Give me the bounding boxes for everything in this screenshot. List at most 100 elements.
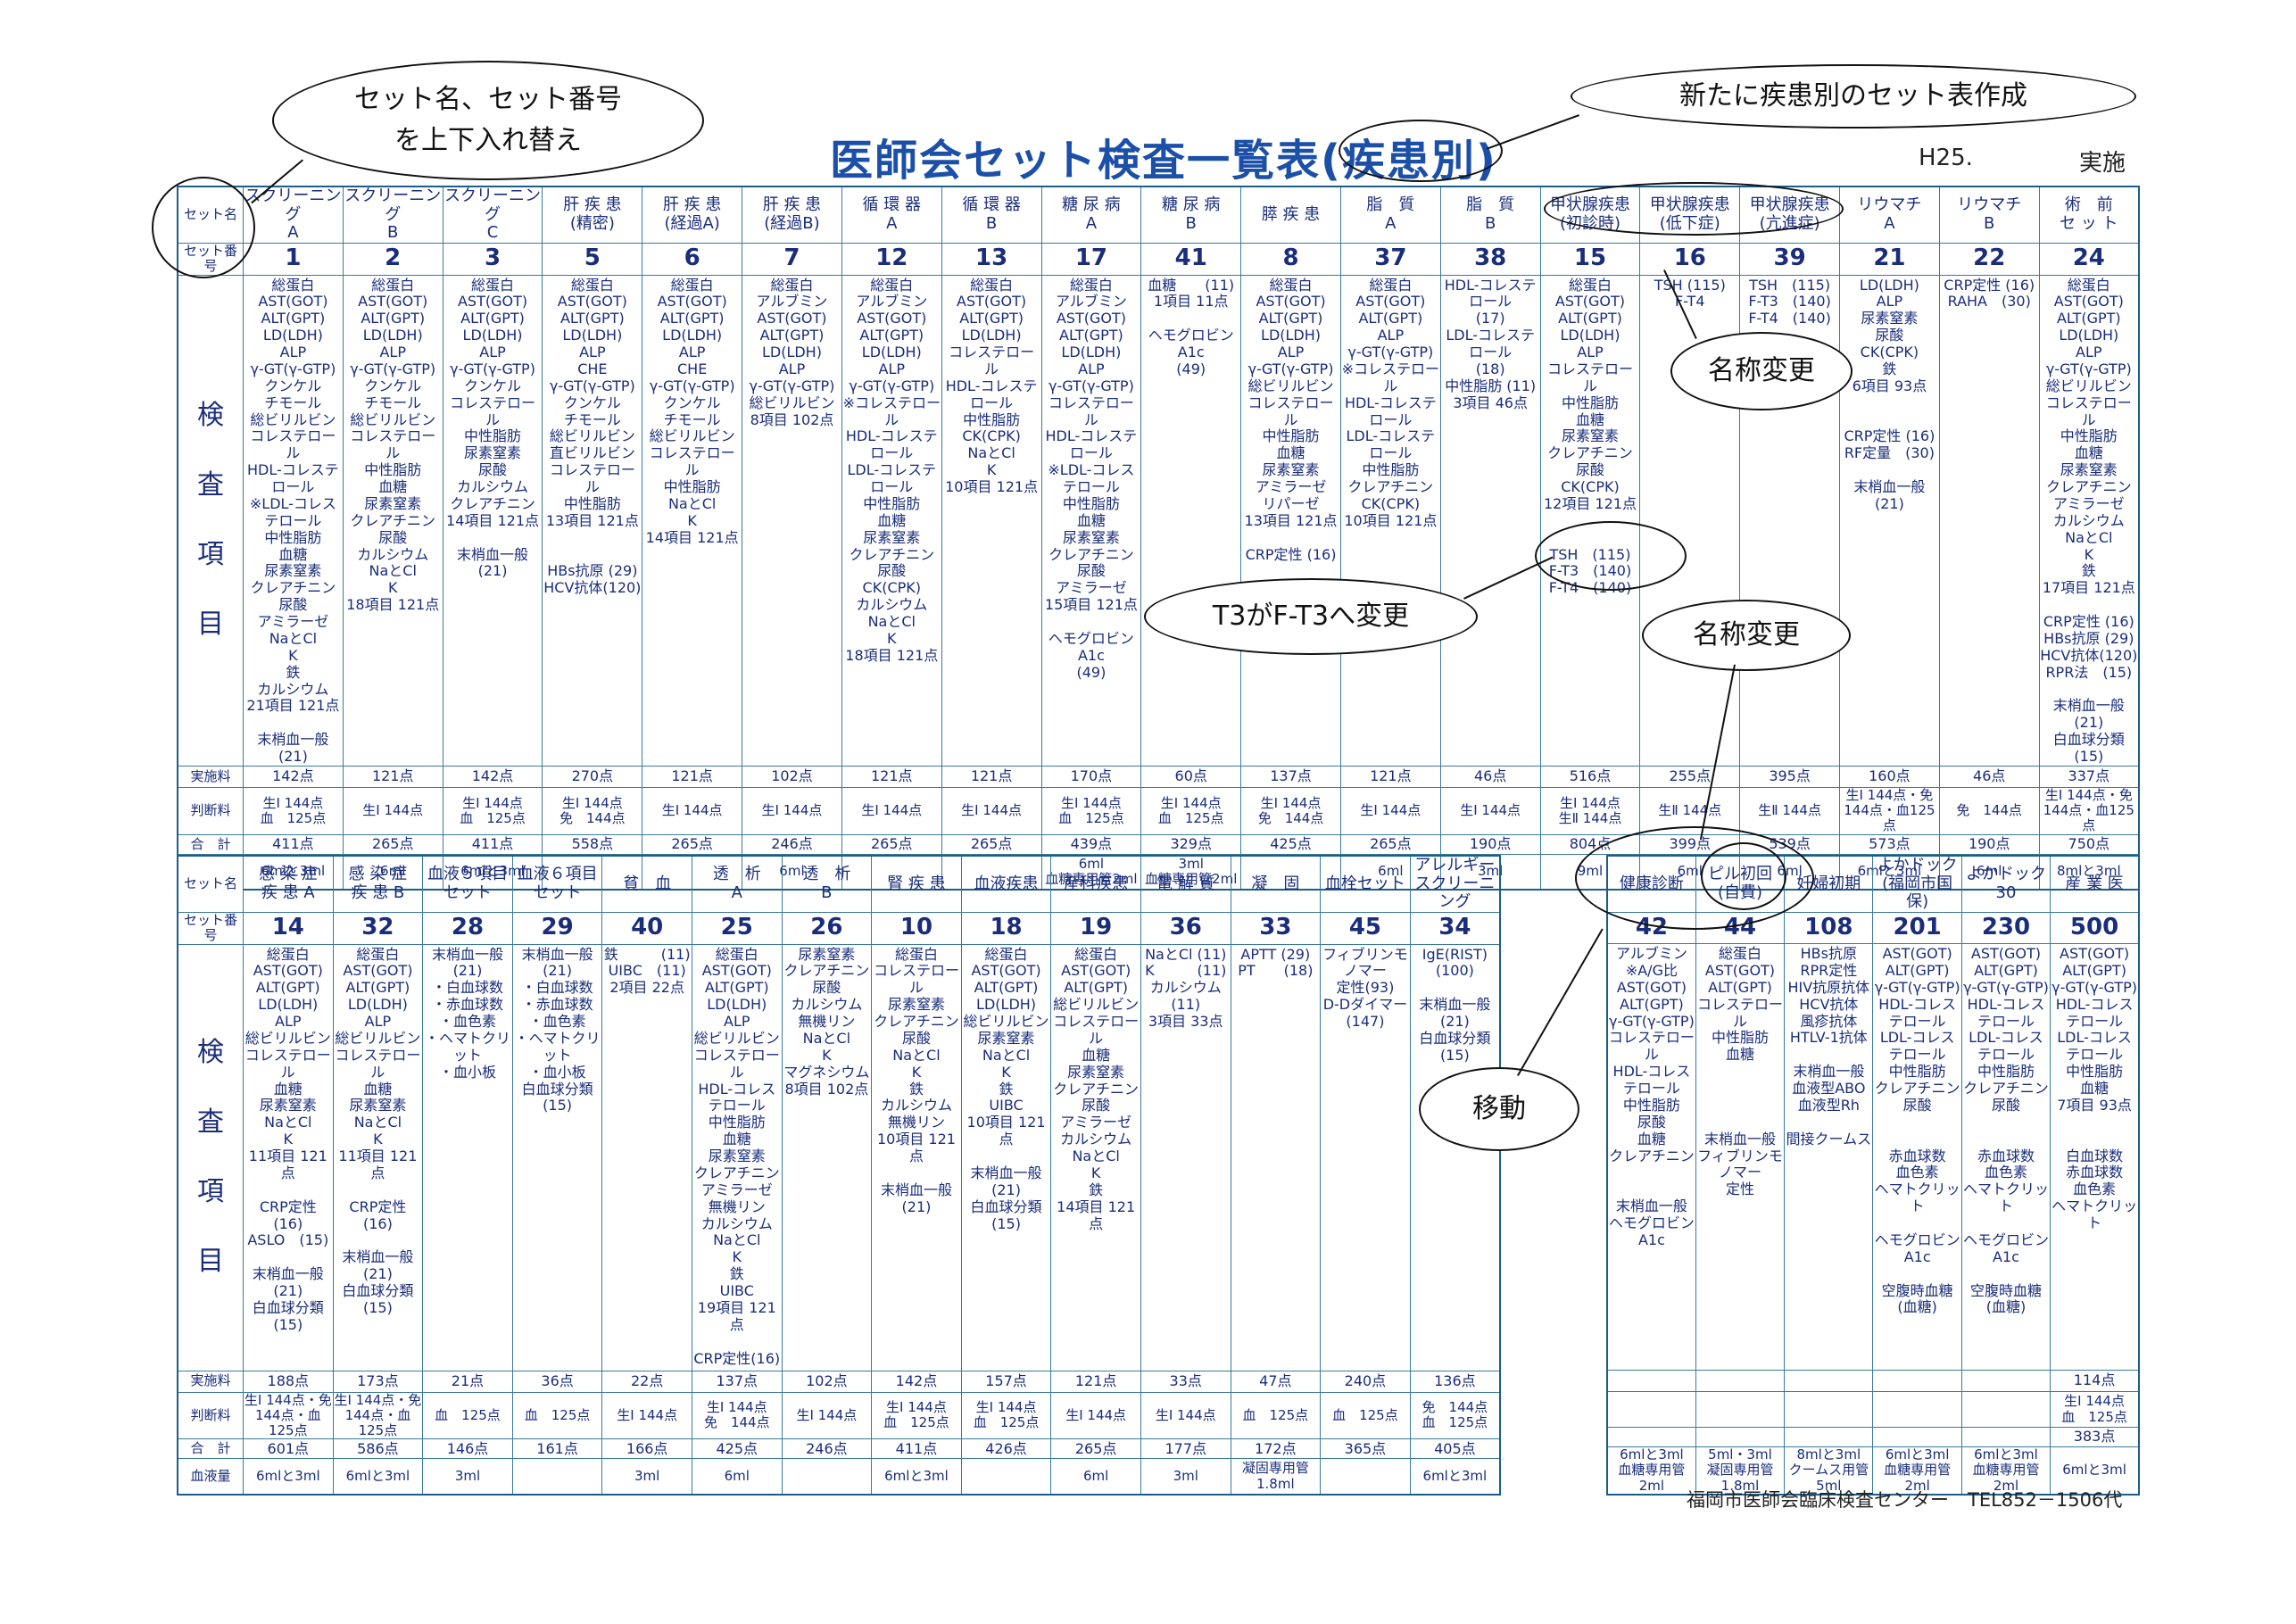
cell-no: 8 [1240, 243, 1341, 276]
cell-handan: 生Ⅰ 144点 免 144点 [691, 1391, 783, 1440]
cell-total: 411点 [442, 833, 543, 855]
cell-total: 426点 [960, 1438, 1052, 1460]
cell-jisshi: 136点 [1409, 1370, 1501, 1393]
row-label-jisshi: 実施料 [177, 1370, 244, 1393]
row-label-items: 検 査 項 目 [177, 943, 244, 1371]
cell-jisshi: 121点 [642, 765, 743, 788]
cell-jisshi: 142点 [243, 765, 344, 788]
cell-blood: 6ml [1050, 1458, 1141, 1496]
cell-jisshi: 121点 [941, 765, 1042, 788]
cell-blood: 6mlと3ml 血糖専用管2ml [1960, 1446, 2051, 1496]
cell-total: 265点 [642, 833, 743, 855]
cell-name: 糖 尿 病 B [1140, 186, 1242, 244]
cell-total: 411点 [871, 1438, 962, 1460]
cell-items: 総蛋白 AST(GOT) ALT(GPT) コレステロール 中性脂肪 血糖 末梢… [1695, 943, 1786, 1371]
cell-no: 201 [1872, 912, 1962, 945]
cell-name: リウマチ B [1938, 186, 2040, 244]
cell-no: 17 [1040, 243, 1142, 276]
cell-no: 16 [1639, 243, 1741, 276]
cell-jisshi: 255点 [1639, 765, 1741, 788]
cell-handan: 生Ⅰ 144点・免 144点・血125点 [1839, 786, 1940, 835]
cell-items: AST(GOT) ALT(GPT) γ-GT(γ-GTP) HDL-コレステロー… [2050, 943, 2140, 1371]
cell-handan: 生Ⅰ 144点 血 125点 [442, 786, 543, 835]
cell-total: 265点 [841, 833, 942, 855]
row-label-handan: 判断料 [177, 1391, 244, 1440]
cell-total: 573点 [1839, 833, 1940, 855]
cell-total: 405点 [1409, 1438, 1501, 1460]
cell-items: NaとCl (11) K (11) カルシウム (11) 3項目 33点 [1140, 943, 1231, 1371]
cell-blood: 8mlと3ml クームス用管5ml [1784, 1446, 1874, 1496]
cell-jisshi: 36点 [511, 1370, 603, 1393]
cell-handan: 生Ⅰ 144点 [781, 1391, 873, 1440]
cell-blood [781, 1458, 873, 1496]
cell-name: 血液疾患 [960, 855, 1052, 914]
cell-blood [511, 1458, 603, 1496]
cell-jisshi: 46点 [1439, 765, 1541, 788]
cell-blood: 凝固専用管1.8ml [1230, 1458, 1322, 1496]
cell-no: 40 [601, 912, 692, 945]
annotation-new-table-bubble: 新たに疾患別のセット表作成 [1571, 64, 2136, 128]
cell-total [1606, 1427, 1696, 1448]
cell-handan: 血 125点 [1230, 1391, 1322, 1440]
cell-items: 末梢血一般(21) ・白血球数 ・赤血球数 ・血色素 ・ヘマトクリット ・血小板… [511, 943, 603, 1371]
cell-no: 32 [332, 912, 424, 945]
cell-no: 21 [1839, 243, 1940, 276]
cell-name: 透 析 A [691, 855, 783, 914]
cell-name: 血液６項目 セット [511, 855, 603, 914]
cell-no: 7 [742, 243, 842, 276]
cell-total: 586点 [332, 1438, 424, 1460]
cell-handan: 生Ⅰ 144点 [1439, 786, 1541, 835]
cell-jisshi: 240点 [1320, 1370, 1411, 1393]
highlight-ring-title [1339, 120, 1503, 182]
cell-no: 26 [781, 912, 873, 945]
cell-jisshi: 337点 [2038, 765, 2140, 788]
cell-handan: 生Ⅰ 144点 血 125点 [2050, 1391, 2140, 1429]
cell-name: 感 染 症 疾 患 A [243, 855, 334, 914]
annotation-rename1-bubble: 名称変更 [1670, 332, 1853, 410]
cell-total: 425点 [1240, 833, 1341, 855]
cell-no: 33 [1230, 912, 1322, 945]
cell-name: よかドック (福岡市国保) [1872, 855, 1962, 914]
cell-items: 総蛋白 アルブミン AST(GOT) ALT(GPT) LD(LDH) ALP … [1040, 274, 1142, 766]
cell-total: 265点 [1050, 1438, 1141, 1460]
cell-no: 6 [642, 243, 743, 276]
cell-name: スクリーニング C [442, 186, 543, 244]
cell-jisshi [1784, 1370, 1874, 1393]
cell-name: 術 前 セ ッ ト [2038, 186, 2140, 244]
cell-no: 12 [841, 243, 942, 276]
cell-jisshi: 121点 [1050, 1370, 1141, 1393]
cell-handan [1960, 1391, 2051, 1429]
cell-name: 電 解 質 [1140, 855, 1231, 914]
cell-total: 601点 [243, 1438, 334, 1460]
cell-items: CRP定性 (16) RAHA (30) [1938, 274, 2040, 766]
cell-no: 38 [1439, 243, 1541, 276]
footer-contact: 福岡市医師会臨床検査センター TEL852－1506代 [1687, 1489, 2123, 1511]
annotation-move-bubble: 移動 [1419, 1067, 1579, 1151]
cell-items: LD(LDH) ALP 尿素窒素 尿酸 CK(CPK) 鉄 6項目 93点 CR… [1839, 274, 1940, 766]
cell-handan: 生Ⅰ 144点 生Ⅱ 144点 [1539, 786, 1641, 835]
jisshi-label: 実施 [2079, 150, 2126, 177]
cell-blood: 6mlと3ml [2050, 1446, 2140, 1496]
cell-name: 膵 疾 患 [1240, 186, 1341, 244]
row-label-blood: 血液量 [177, 1458, 244, 1496]
cell-items: APTT (29) PT (18) [1230, 943, 1322, 1371]
cell-total: 246点 [742, 833, 842, 855]
cell-jisshi: 142点 [871, 1370, 962, 1393]
cell-handan: 生Ⅰ 144点 [742, 786, 842, 835]
cell-name: 透 析 B [781, 855, 873, 914]
cell-name: 腎 疾 患 [871, 855, 962, 914]
cell-no: 34 [1409, 912, 1501, 945]
annotation-swap-bubble: セット名、セット番号 を上下入れ替え [272, 61, 704, 180]
cell-name: 脂 質 A [1339, 186, 1441, 244]
cell-blood: 6mlと3ml [871, 1458, 962, 1496]
cell-no: 28 [422, 912, 513, 945]
cell-name: 糖 尿 病 A [1040, 186, 1142, 244]
cell-no: 500 [2050, 912, 2140, 945]
highlight-ring-checkup [1575, 826, 1814, 930]
cell-jisshi: 157点 [960, 1370, 1052, 1393]
cell-total: 425点 [691, 1438, 783, 1460]
cell-blood: 6mlと3ml [1409, 1458, 1501, 1496]
cell-items: 総蛋白 AST(GOT) ALT(GPT) LD(LDH) ALP コレステロー… [1539, 274, 1641, 766]
cell-jisshi: 102点 [742, 765, 842, 788]
